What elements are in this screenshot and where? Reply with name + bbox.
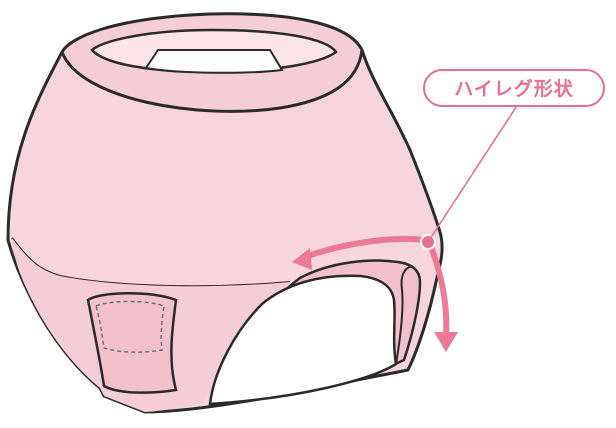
callout-label: ハイレグ形状 [454,77,574,100]
high-leg-arrows [292,234,458,352]
callout: ハイレグ形状 [423,69,605,243]
leg-opening-inner-white [208,274,398,406]
callout-leader-line [427,97,523,243]
callout-box [423,69,605,107]
garment-body [6,12,444,414]
side-tab-dashed-outline [95,300,165,353]
curved-arrow-icon [299,235,427,261]
leg-opening-rim [395,265,413,365]
arrow-head-down [434,332,458,352]
inner-pad-visible [144,49,284,74]
side-tab [86,292,178,394]
arrow-head-left [292,248,312,270]
curved-arrow-icon [427,241,450,339]
